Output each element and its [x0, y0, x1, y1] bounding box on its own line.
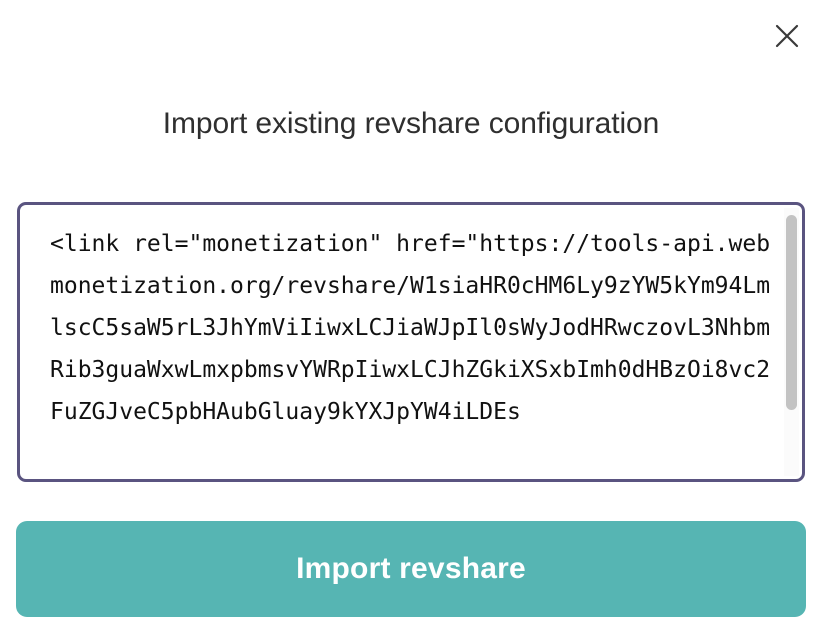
revshare-config-input[interactable] [20, 205, 802, 479]
close-icon [772, 21, 802, 51]
textarea-scrollbar[interactable] [784, 208, 799, 476]
textarea-scrollbar-thumb[interactable] [786, 215, 797, 410]
import-revshare-label: Import revshare [296, 552, 526, 585]
page-title: Import existing revshare configuration [162, 107, 660, 140]
import-revshare-button[interactable]: Import revshare [16, 521, 806, 617]
close-button[interactable] [765, 14, 809, 58]
revshare-config-field[interactable] [17, 202, 805, 482]
